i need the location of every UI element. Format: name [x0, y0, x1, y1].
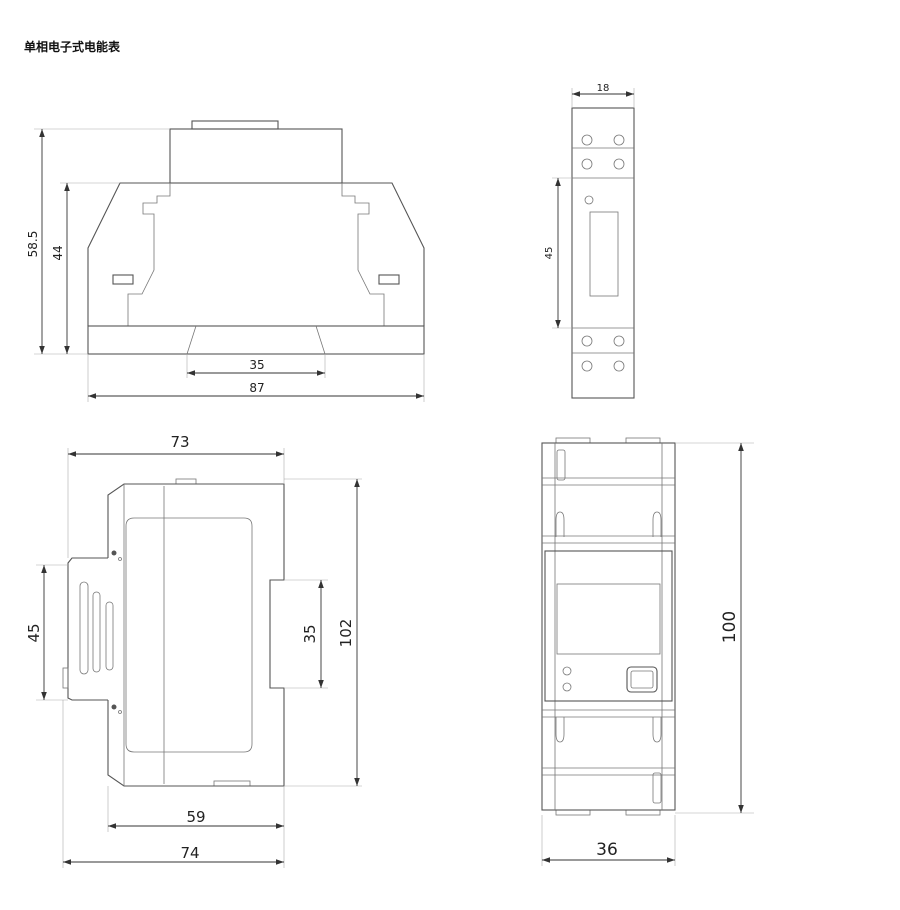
face-view: 100 36: [541, 437, 754, 866]
dim-front-height-total: 58.5: [26, 231, 40, 258]
page-title: 单相电子式电能表: [24, 40, 121, 54]
dim-face-width: 36: [596, 840, 618, 860]
dim-top-width: 18: [597, 83, 610, 94]
front-view: 58.5 44 35 87: [26, 120, 425, 402]
side-view: 73 45 35 102 59 74: [25, 433, 362, 868]
dim-side-depth-bottom: 74: [180, 844, 199, 862]
dim-side-depth-mid: 59: [186, 808, 205, 826]
dim-side-inner-height: 35: [301, 624, 319, 643]
dim-face-height: 100: [720, 611, 740, 643]
dim-side-height: 102: [337, 619, 355, 648]
dim-front-height-body: 44: [51, 245, 65, 260]
dim-front-width: 87: [249, 381, 264, 395]
top-view: 18 45: [544, 83, 635, 399]
dim-side-depth-top: 73: [170, 433, 189, 451]
dim-side-rail-height: 45: [25, 623, 43, 642]
dim-front-rail: 35: [249, 358, 264, 372]
dim-top-height: 45: [544, 247, 555, 260]
